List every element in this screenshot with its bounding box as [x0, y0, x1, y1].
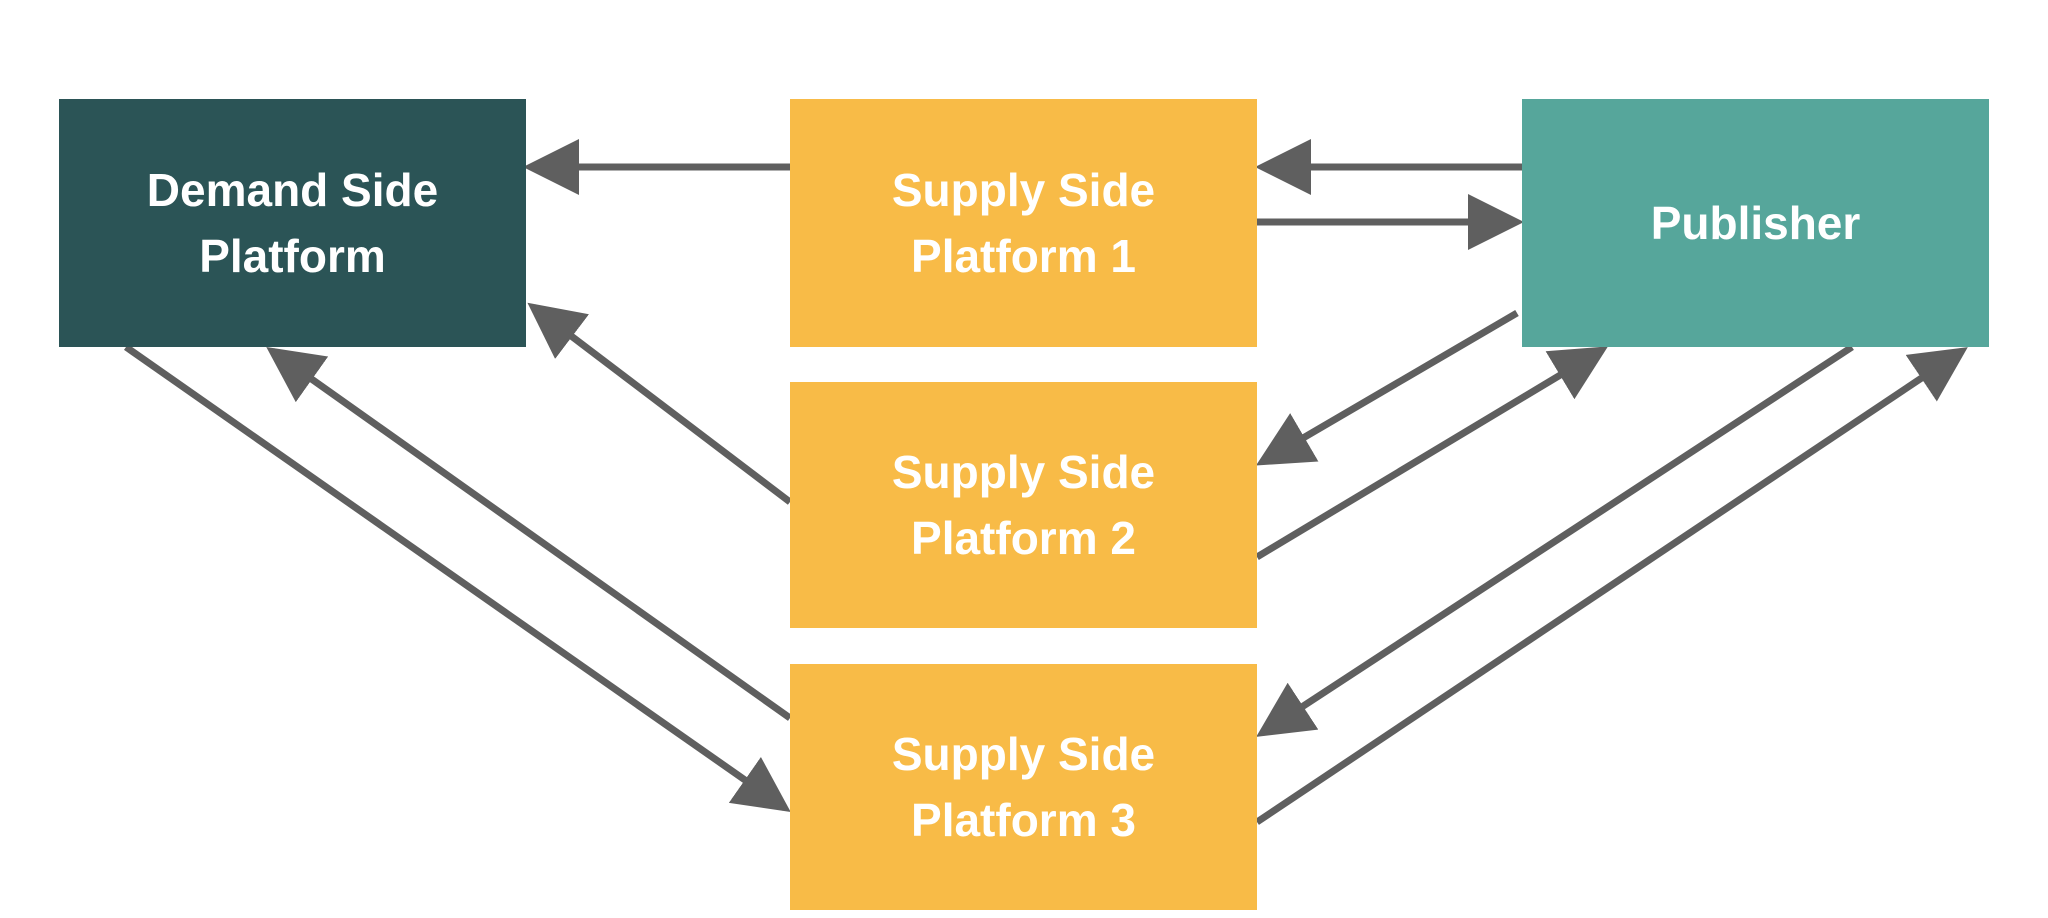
demand-side-platform-label: Demand Side Platform: [146, 164, 439, 282]
supply-side-platform-3-label: Supply Side Platform 3: [891, 728, 1156, 846]
arrow-ssp2-to-publisher: [1255, 346, 1609, 561]
arrow-publisher-to-ssp3: [1256, 344, 1854, 737]
arrow-ssp2-to-dsp: [527, 302, 793, 505]
arrow-ssp3-to-publisher: [1255, 347, 1968, 825]
arrow-ssp3-to-dsp: [266, 346, 793, 721]
supply-side-platform-3-box: Supply Side Platform 3: [790, 664, 1257, 910]
arrow-dsp-to-ssp3: [123, 344, 791, 813]
supply-side-platform-1-label: Supply Side Platform 1: [891, 164, 1156, 282]
publisher-label: Publisher: [1650, 197, 1861, 249]
supply-side-platform-2-box: Supply Side Platform 2: [790, 382, 1257, 628]
supply-side-platform-1-box: Supply Side Platform 1: [790, 99, 1257, 347]
demand-side-platform-box: Demand Side Platform: [59, 99, 526, 347]
publisher-box: Publisher: [1522, 99, 1989, 347]
supply-side-platform-2-label: Supply Side Platform 2: [891, 446, 1156, 564]
arrow-publisher-to-ssp2: [1255, 309, 1519, 466]
